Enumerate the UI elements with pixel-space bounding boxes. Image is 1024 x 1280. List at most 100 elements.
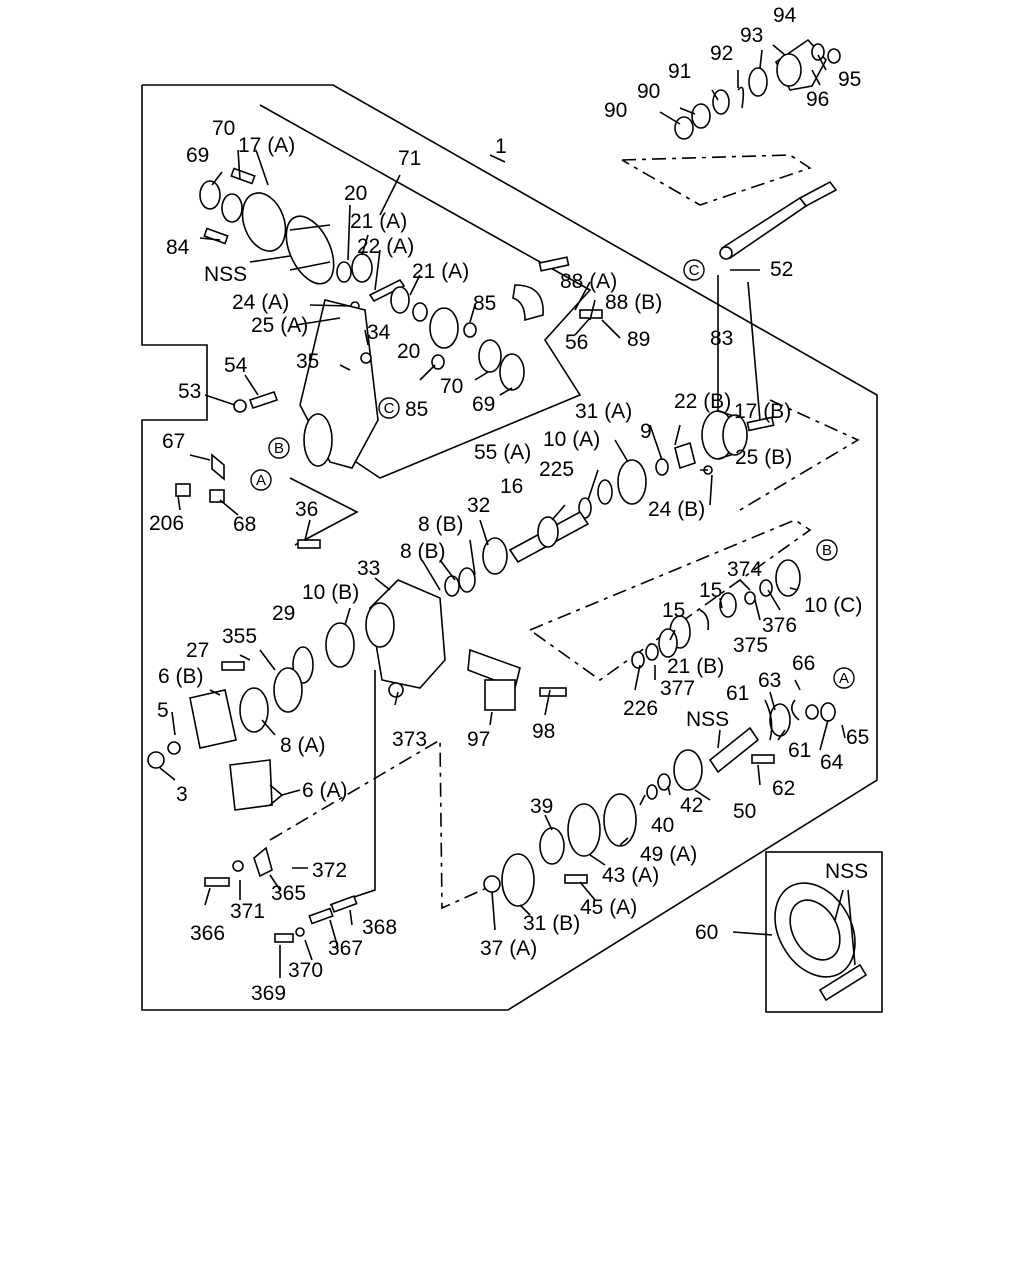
part-output-gears (483, 793, 637, 907)
part-bolts-53-54 (233, 390, 279, 413)
part-label: 61 (726, 682, 749, 705)
part-label: 53 (178, 380, 201, 403)
part-label: 22 (B) (674, 390, 731, 413)
part-label: 88 (B) (605, 291, 662, 314)
leader-lines (159, 44, 856, 978)
part-label: 92 (710, 42, 733, 65)
part-front-pinion-group (631, 559, 801, 669)
part-label: 365 (271, 882, 306, 905)
part-label: 27 (186, 639, 209, 662)
part-label: 377 (660, 677, 695, 700)
part-label: 61 (788, 739, 811, 762)
part-label: 10 (C) (804, 594, 862, 617)
part-bearing-50 (646, 749, 703, 800)
part-label: 368 (362, 916, 397, 939)
part-gear-31a (578, 441, 713, 519)
part-label: NSS (825, 860, 868, 883)
part-yoke-94 (774, 38, 841, 91)
part-pinion-nss (708, 699, 836, 774)
part-label: NSS (204, 263, 247, 286)
part-label: 50 (733, 800, 756, 823)
part-label: 226 (623, 697, 658, 720)
callout-letter: A (256, 472, 266, 489)
outline-box-6a (269, 738, 501, 910)
part-label: 355 (222, 625, 257, 648)
part-label: 225 (539, 458, 574, 481)
part-label: 42 (680, 794, 703, 817)
part-label: 68 (233, 513, 256, 536)
part-detent-group (204, 846, 358, 943)
part-label: 370 (288, 959, 323, 982)
part-label: 70 (212, 117, 235, 140)
part-label: 374 (727, 558, 762, 581)
part-label: 83 (710, 327, 733, 350)
part-housing-55a (299, 299, 379, 469)
part-label: 63 (758, 669, 781, 692)
part-label: 376 (762, 614, 797, 637)
outline-sub-box-71 (259, 104, 592, 479)
part-label: 29 (272, 602, 295, 625)
part-label: 39 (530, 795, 553, 818)
callout-letter: C (689, 262, 700, 279)
part-label: 45 (A) (580, 896, 637, 919)
part-collar-83 (701, 410, 775, 460)
part-label: 15 (662, 599, 685, 622)
part-label: 98 (532, 720, 555, 743)
part-label: 1 (495, 135, 507, 158)
part-label: 71 (398, 147, 421, 170)
part-label: 70 (440, 375, 463, 398)
part-case-33 (221, 579, 446, 733)
part-mainshaft-16 (444, 510, 590, 597)
part-label: 69 (472, 393, 495, 416)
part-label: 65 (846, 726, 869, 749)
part-label: 15 (699, 579, 722, 602)
part-label: 31 (A) (575, 400, 632, 423)
part-label: 8 (B) (400, 540, 446, 563)
part-label: 43 (A) (602, 864, 659, 887)
part-label: 54 (224, 354, 248, 377)
part-label: 22 (A) (357, 235, 414, 258)
part-label: 366 (190, 922, 225, 945)
callout-letter: C (384, 400, 395, 417)
callout-letter: A (839, 670, 849, 687)
part-label: 5 (157, 699, 169, 722)
outline-box-83 (739, 399, 860, 511)
callout-letter: B (274, 440, 284, 457)
part-label: 20 (344, 182, 367, 205)
part-label: 21 (A) (412, 260, 469, 283)
part-label: 97 (467, 728, 490, 751)
part-label: 371 (230, 900, 265, 923)
part-label: 21 (B) (667, 655, 724, 678)
part-label: 55 (A) (474, 441, 531, 464)
part-label: 372 (312, 859, 347, 882)
part-label: 31 (B) (523, 912, 580, 935)
part-label: 3 (176, 783, 188, 806)
part-label: 40 (651, 814, 674, 837)
part-label: 367 (328, 937, 363, 960)
part-label: 85 (473, 292, 496, 315)
outline-box-52 (621, 154, 812, 206)
part-gearset-60 (774, 882, 868, 1002)
part-label: 93 (740, 24, 763, 47)
part-label: 21 (A) (350, 210, 407, 233)
part-label: 32 (467, 494, 490, 517)
part-shaft-52 (719, 180, 838, 260)
part-label: 24 (B) (648, 498, 705, 521)
part-label: 64 (820, 751, 844, 774)
part-label: 62 (772, 777, 795, 800)
part-label: 52 (770, 258, 793, 281)
part-label: 34 (367, 321, 391, 344)
part-label: 89 (627, 328, 650, 351)
part-labels: 94 93 92 91 90 90 95 96 1 71 70 17 (A) 6… (149, 4, 869, 1005)
part-label: 88 (A) (560, 270, 617, 293)
part-label: 49 (A) (640, 843, 697, 866)
outline-main-box (141, 84, 878, 1011)
part-label: 36 (295, 498, 318, 521)
part-label: 16 (500, 475, 523, 498)
part-label: 67 (162, 430, 185, 453)
part-label: 56 (565, 331, 588, 354)
part-label: 6 (B) (158, 665, 204, 688)
part-label: 206 (149, 512, 184, 535)
